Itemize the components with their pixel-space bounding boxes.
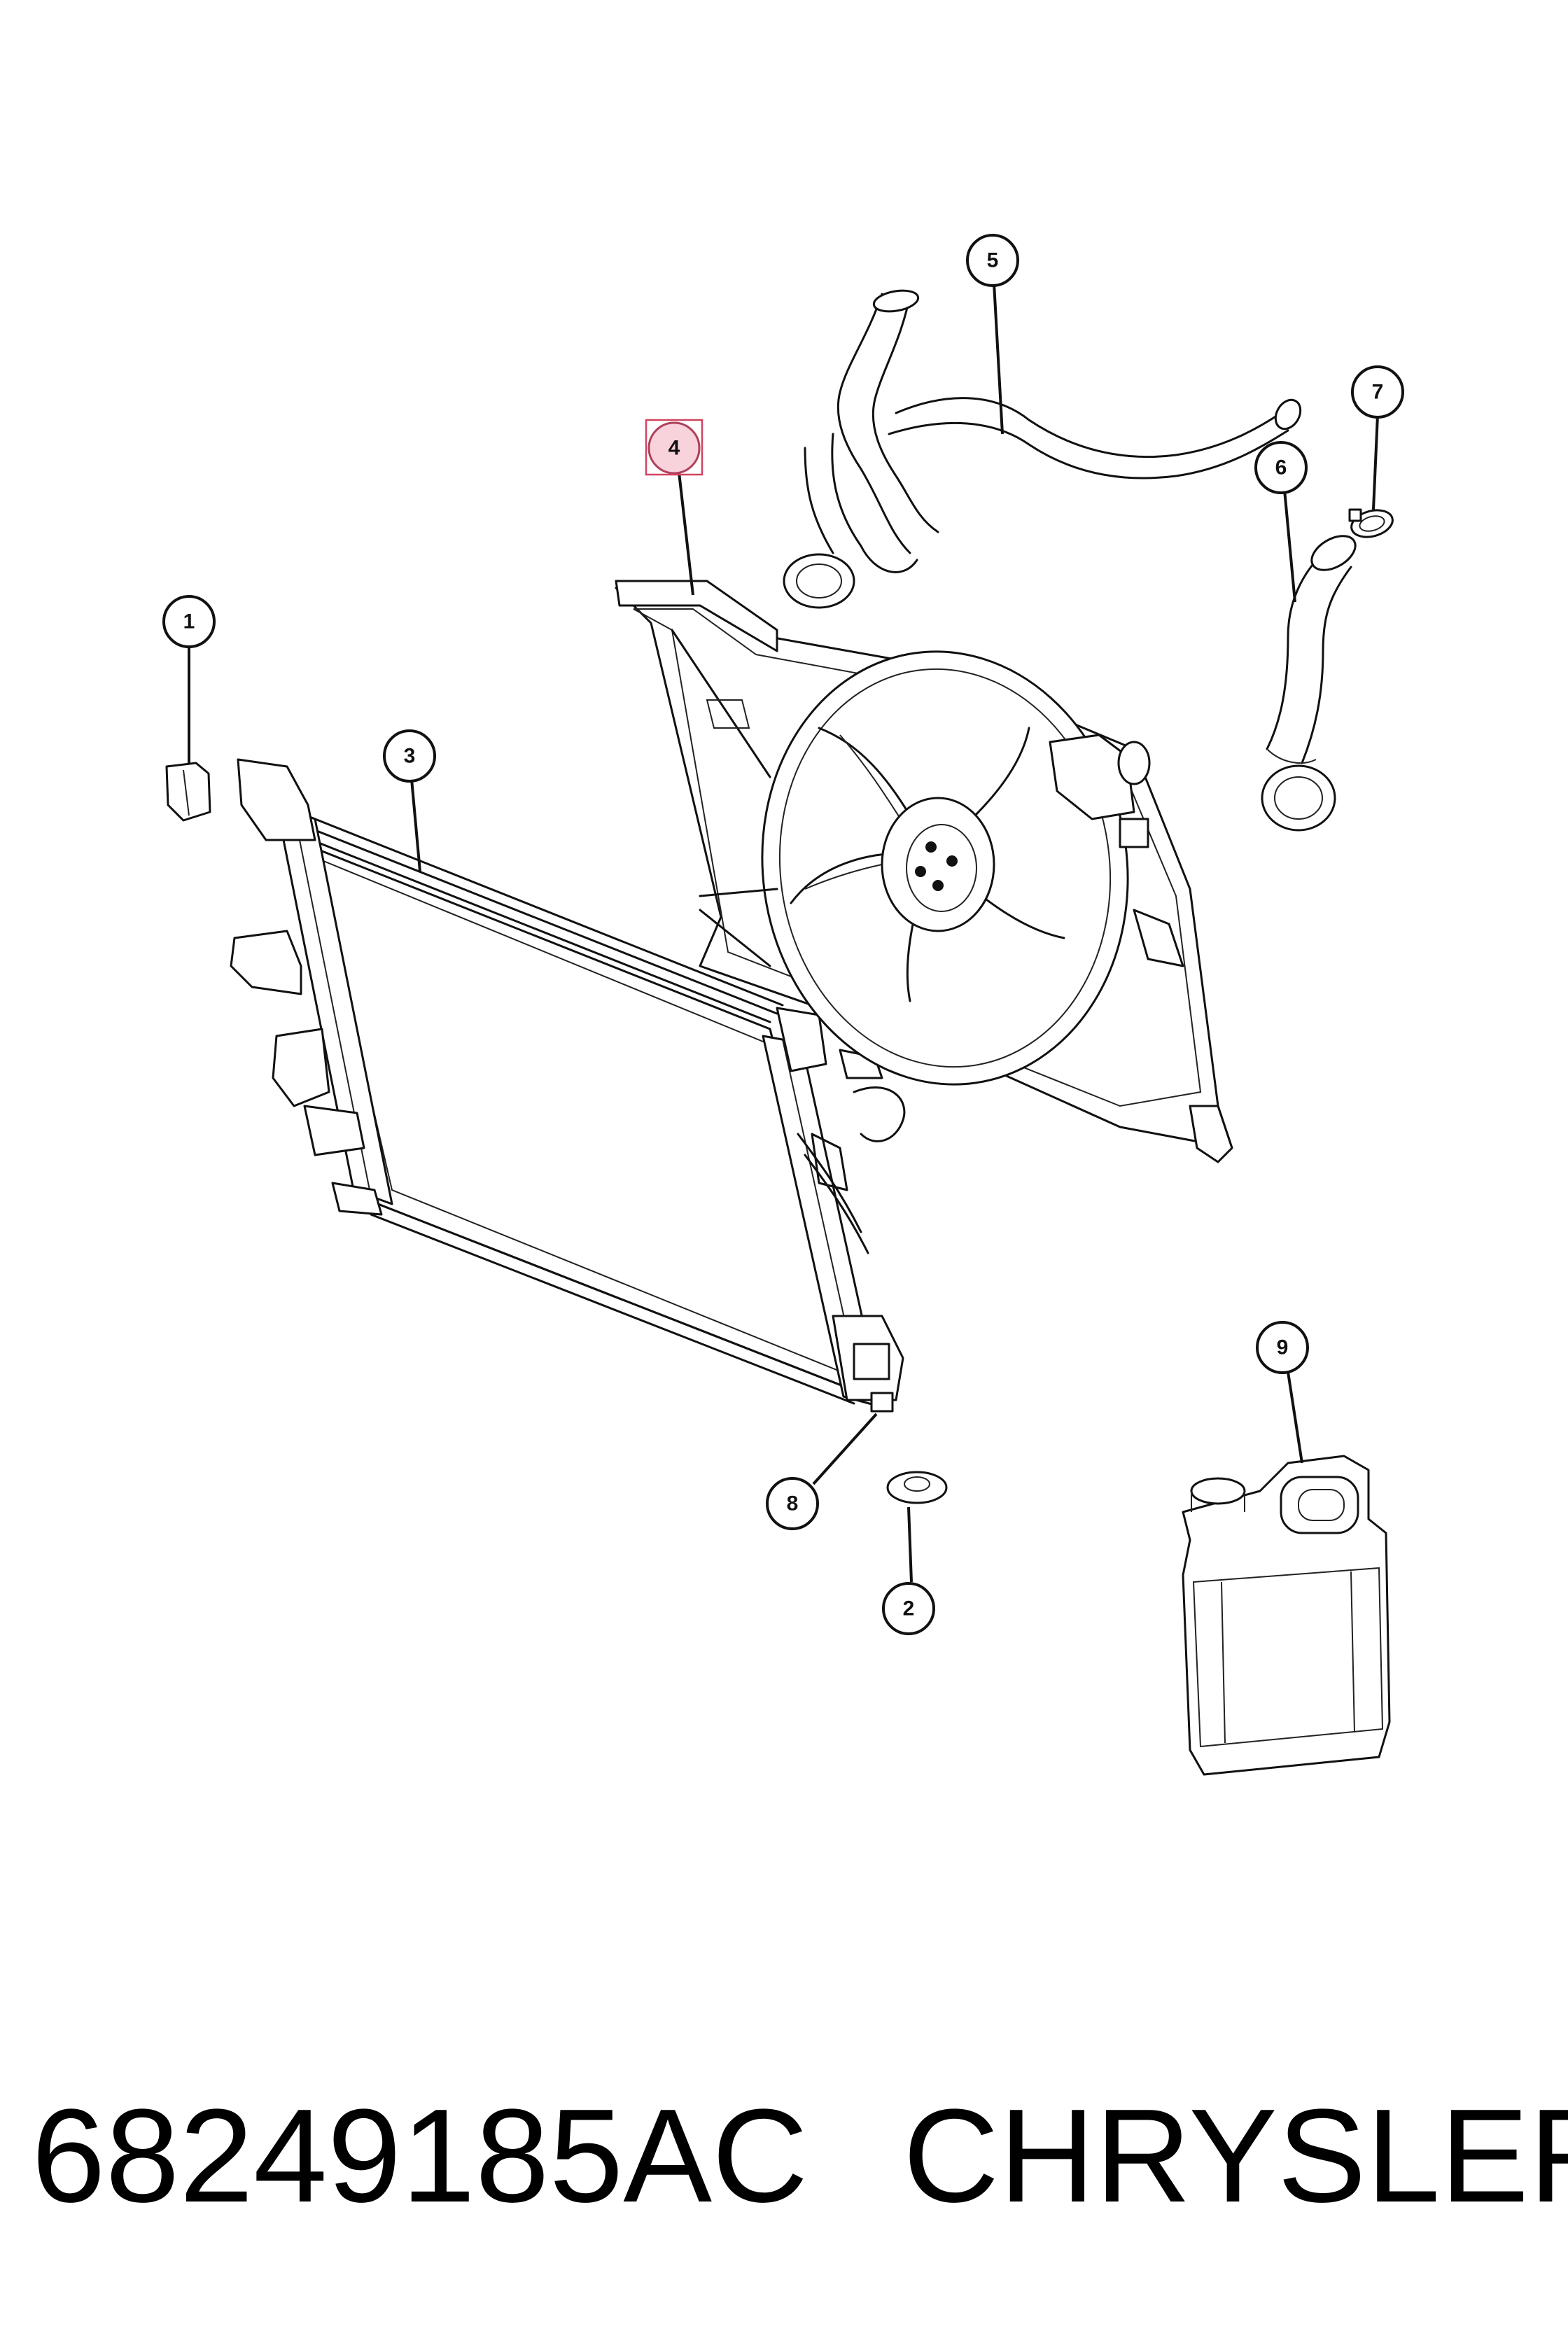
callout-2[interactable]: 2 — [882, 1582, 935, 1635]
callout-1[interactable]: 1 — [162, 595, 216, 648]
footer: 68249185AC CHRYSLER — [0, 2072, 1568, 2240]
svg-text:7: 7 — [1372, 381, 1384, 404]
lower-hose-drawing — [1261, 535, 1357, 832]
hose-clamp-drawing — [1348, 508, 1394, 538]
callout-9[interactable]: 9 — [1256, 1321, 1309, 1374]
svg-text:3: 3 — [404, 745, 416, 768]
callout-8[interactable]: 8 — [766, 1477, 819, 1530]
callout-6[interactable]: 6 — [1254, 441, 1308, 494]
drain-plug-drawing — [870, 1392, 894, 1413]
svg-text:6: 6 — [1275, 456, 1287, 479]
upper-hose-drawing — [783, 289, 1302, 609]
callout-4[interactable]: 4 — [645, 419, 704, 476]
grommet-drawing — [886, 1471, 948, 1504]
svg-text:9: 9 — [1277, 1336, 1289, 1359]
svg-text:8: 8 — [787, 1492, 799, 1516]
svg-text:1: 1 — [183, 610, 195, 634]
svg-text:5: 5 — [987, 249, 999, 272]
svg-text:4: 4 — [668, 437, 680, 460]
brand-name: CHRYSLER — [903, 2082, 1568, 2230]
callout-5[interactable]: 5 — [966, 234, 1019, 287]
fan-module-drawing — [615, 580, 1233, 1163]
radiator-drawing — [230, 758, 906, 1408]
callouts: 1 2 3 4 5 6 7 8 — [162, 234, 1404, 1635]
leader-lines — [188, 283, 1379, 1583]
svg-text:2: 2 — [903, 1597, 915, 1620]
callout-3[interactable]: 3 — [383, 729, 436, 783]
part-number: 68249185AC — [31, 2082, 808, 2230]
coolant-jug-drawing — [1182, 1455, 1391, 1776]
bracket-clip-drawing — [165, 762, 211, 822]
callout-7[interactable]: 7 — [1351, 365, 1404, 419]
